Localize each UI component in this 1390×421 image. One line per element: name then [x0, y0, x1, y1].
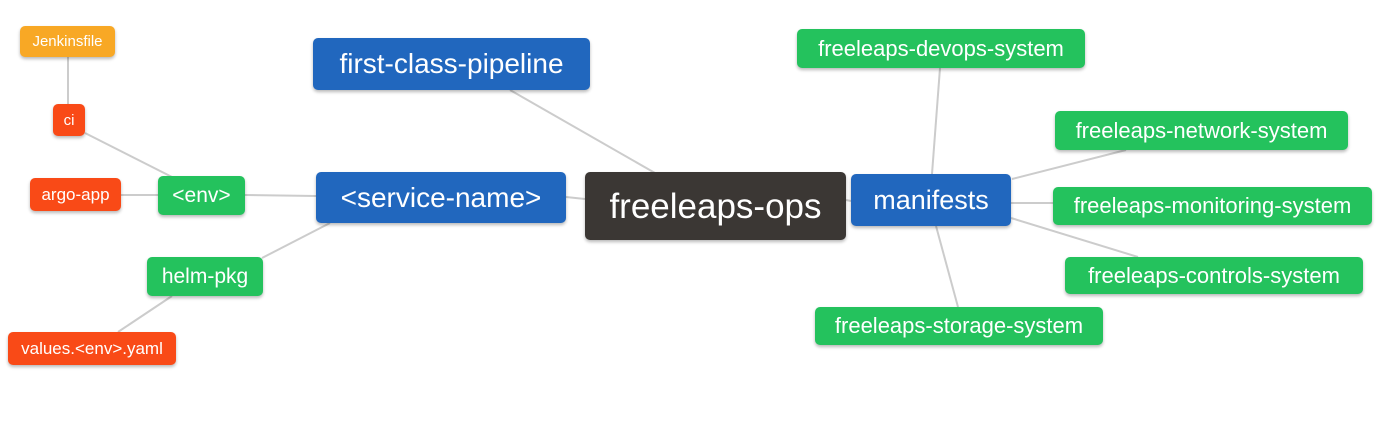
- node-argo-app[interactable]: argo-app: [30, 178, 121, 211]
- node-values-env-yaml[interactable]: values.<env>.yaml: [8, 332, 176, 365]
- node-env[interactable]: <env>: [158, 176, 245, 215]
- edge-ops-manifests: [845, 199, 852, 202]
- edge-manifests-network: [1011, 149, 1127, 180]
- edge-service-name-ops: [565, 196, 586, 200]
- edge-manifests-controls: [1010, 217, 1139, 258]
- node-manifests[interactable]: manifests: [851, 174, 1011, 226]
- edge-helm-pkg-service-name: [261, 222, 331, 259]
- node-freeleaps-monitoring-system[interactable]: freeleaps-monitoring-system: [1053, 187, 1372, 225]
- edge-first-class-pipeline-ops: [509, 89, 656, 174]
- node-freeleaps-devops-system[interactable]: freeleaps-devops-system: [797, 29, 1085, 68]
- edge-env-service-name: [244, 194, 317, 197]
- node-freeleaps-network-system[interactable]: freeleaps-network-system: [1055, 111, 1348, 150]
- node-ci[interactable]: ci: [53, 104, 85, 136]
- node-freeleaps-ops[interactable]: freeleaps-ops: [585, 172, 846, 240]
- edge-ci-env: [84, 132, 173, 178]
- edge-manifests-devops: [931, 67, 941, 175]
- edge-values-helm-pkg: [117, 295, 173, 333]
- edge-manifests-storage: [935, 225, 959, 308]
- node-service-name[interactable]: <service-name>: [316, 172, 566, 223]
- node-freeleaps-controls-system[interactable]: freeleaps-controls-system: [1065, 257, 1363, 294]
- node-helm-pkg[interactable]: helm-pkg: [147, 257, 263, 296]
- node-first-class-pipeline[interactable]: first-class-pipeline: [313, 38, 590, 90]
- node-jenkinsfile[interactable]: Jenkinsfile: [20, 26, 115, 57]
- node-freeleaps-storage-system[interactable]: freeleaps-storage-system: [815, 307, 1103, 345]
